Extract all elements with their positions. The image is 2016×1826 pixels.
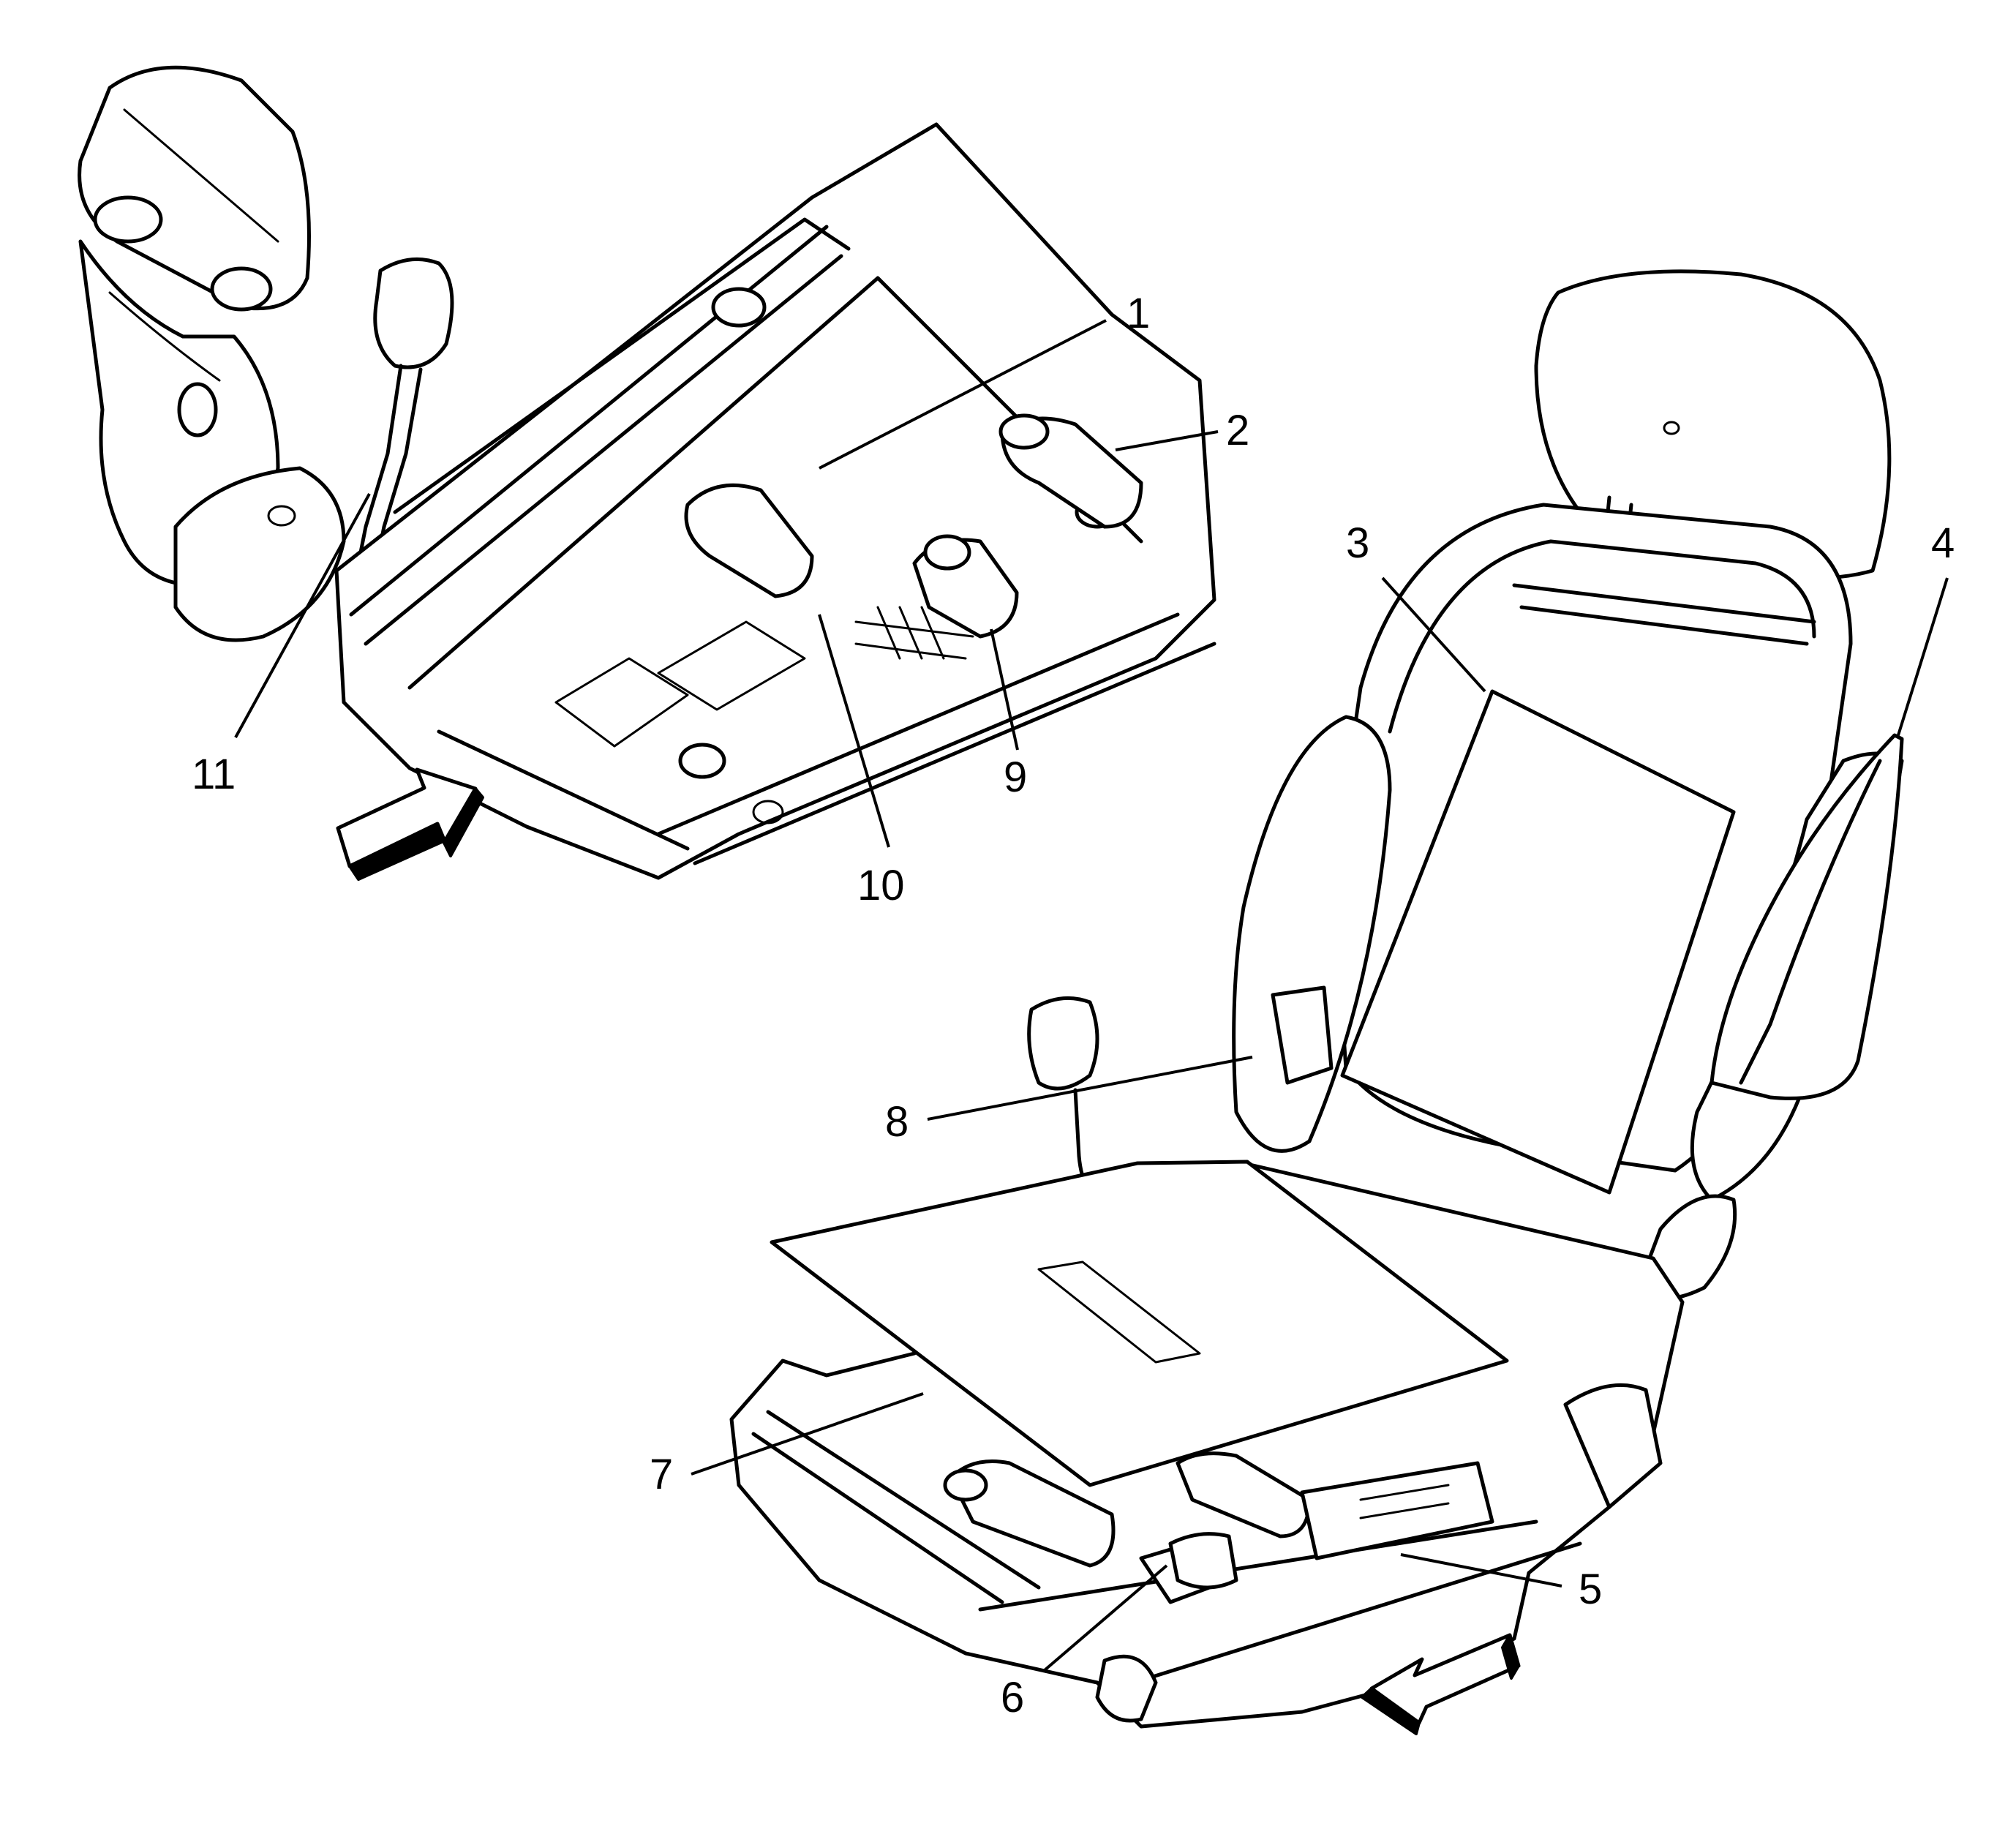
leader-6 xyxy=(1043,1564,1168,1672)
underside-motors xyxy=(684,413,1143,660)
leader-11 xyxy=(234,493,371,738)
callout-3: 3 xyxy=(1346,519,1369,567)
callout-9: 9 xyxy=(1004,754,1027,801)
underside-seat-view xyxy=(78,65,1216,880)
callout-1: 1 xyxy=(1127,290,1150,337)
side-airbag xyxy=(1710,733,1904,1100)
leader-4 xyxy=(1897,577,1949,736)
callout-labels: 1 2 3 4 5 6 7 8 9 10 11 xyxy=(192,290,1955,1721)
callout-5: 5 xyxy=(1579,1566,1602,1613)
leader-5 xyxy=(1400,1553,1562,1588)
callout-11: 11 xyxy=(192,751,236,798)
underside-seat-belt-buckle xyxy=(342,257,454,639)
leader-8 xyxy=(927,1056,1253,1121)
seat-adjuster-switch xyxy=(1168,1532,1238,1590)
underside-seat-rail xyxy=(693,642,1216,865)
leader-1 xyxy=(819,319,1107,470)
leader-9 xyxy=(990,628,1019,751)
forward-arrow-icon xyxy=(336,767,484,881)
callout-8: 8 xyxy=(885,1098,909,1146)
underside-seat-frame xyxy=(334,122,1216,880)
leader-2 xyxy=(1115,430,1219,451)
seatback-wiring-connector xyxy=(1271,985,1334,1085)
leader-7 xyxy=(691,1392,924,1476)
forward-arrow-icon xyxy=(1361,1633,1521,1735)
callout-6: 6 xyxy=(1001,1674,1024,1721)
callout-10: 10 xyxy=(857,862,905,909)
cushion-vent-slot xyxy=(1037,1260,1201,1364)
callout-4: 4 xyxy=(1931,519,1955,567)
leader-3 xyxy=(1381,576,1486,693)
leader-10 xyxy=(818,614,890,848)
callout-7: 7 xyxy=(650,1451,673,1498)
seatback-heater-pad xyxy=(1340,689,1736,1195)
seat-cushion-heater-pad xyxy=(770,1160,1509,1487)
callout-2: 2 xyxy=(1226,407,1249,454)
underside-seatback-frame xyxy=(78,239,346,642)
underside-headrest xyxy=(78,65,311,312)
callout-leaders xyxy=(234,319,1949,1672)
